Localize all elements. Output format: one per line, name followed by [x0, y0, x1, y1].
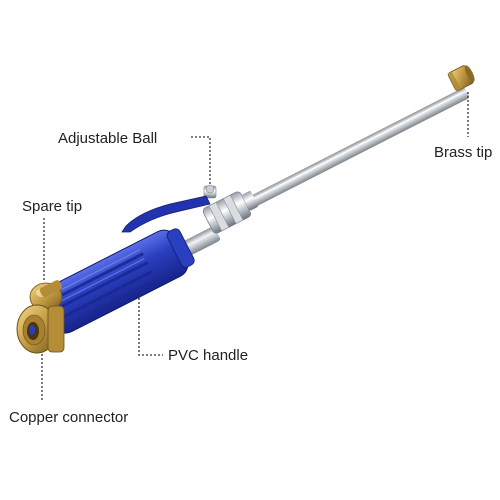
label-copper-connector: Copper connector: [9, 409, 129, 426]
steel-wand: [238, 87, 469, 213]
brass-tip: [447, 65, 475, 92]
label-pvc-handle: PVC handle: [168, 347, 249, 364]
leader-lines: [41, 92, 469, 402]
leader-pvc-handle: [138, 294, 163, 356]
spare-tip: [29, 280, 63, 312]
copper-connector: [16, 304, 65, 354]
valve-knob: [203, 184, 217, 199]
label-spare-tip: Spare tip: [22, 198, 83, 215]
ball-valve: [202, 191, 258, 234]
valve-lever: [121, 195, 211, 233]
pvc-handle: [40, 228, 195, 334]
label-adjustable-ball: Adjustable Ball: [58, 130, 158, 147]
label-brass-tip: Brass tip: [434, 144, 493, 161]
leader-adjustable-ball: [191, 136, 211, 186]
